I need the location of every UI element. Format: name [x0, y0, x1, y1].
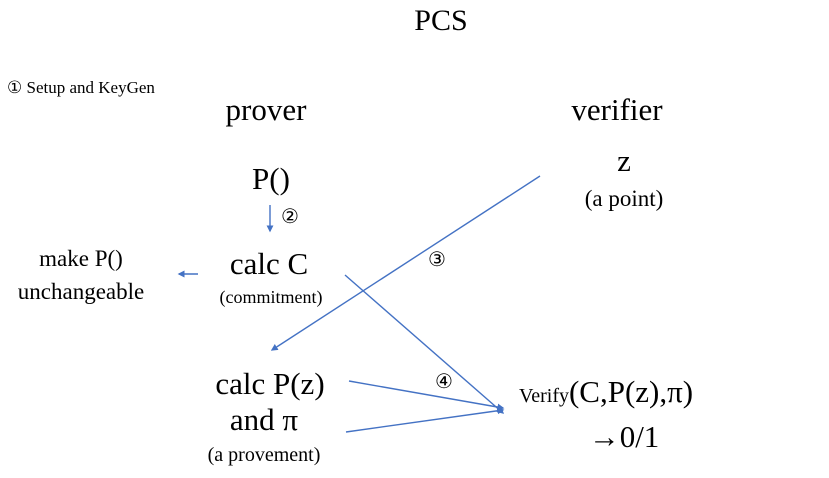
verify-args: (C,P(z),π): [568, 374, 694, 409]
setup-keygen-label: ① Setup and KeyGen: [7, 78, 155, 97]
verify-result: →0/1: [588, 419, 660, 454]
diagram-title: PCS: [414, 4, 468, 37]
arrow-evaluation-to-verify: [348, 380, 505, 411]
step-3-marker: ③: [428, 249, 446, 271]
verifier-heading: verifier: [571, 92, 663, 127]
calc-commitment-label: calc C: [229, 246, 309, 281]
point-note: (a point): [584, 186, 664, 211]
verify-prefix: Verify: [519, 385, 569, 407]
calc-evaluation-label: calc P(z): [215, 366, 325, 401]
challenge-point-label: z: [617, 143, 631, 178]
arrow-point-to-prover: [270, 175, 541, 351]
side-note-line2: unchangeable: [17, 279, 145, 304]
polynomial-label: P(): [252, 161, 290, 196]
verify-expression: Verify(C,P(z),π): [519, 376, 693, 407]
side-note-line1: make P(): [39, 246, 123, 271]
and-proof-label: and π: [229, 402, 299, 437]
arrow-proof-to-verify: [345, 407, 505, 433]
provement-note: (a provement): [207, 444, 321, 466]
commitment-note: (commitment): [219, 287, 323, 307]
arrow-commitment-to-verify: [344, 274, 505, 414]
step-2-marker: ②: [281, 206, 299, 228]
step-4-marker: ④: [435, 371, 453, 393]
prover-heading: prover: [225, 92, 307, 127]
